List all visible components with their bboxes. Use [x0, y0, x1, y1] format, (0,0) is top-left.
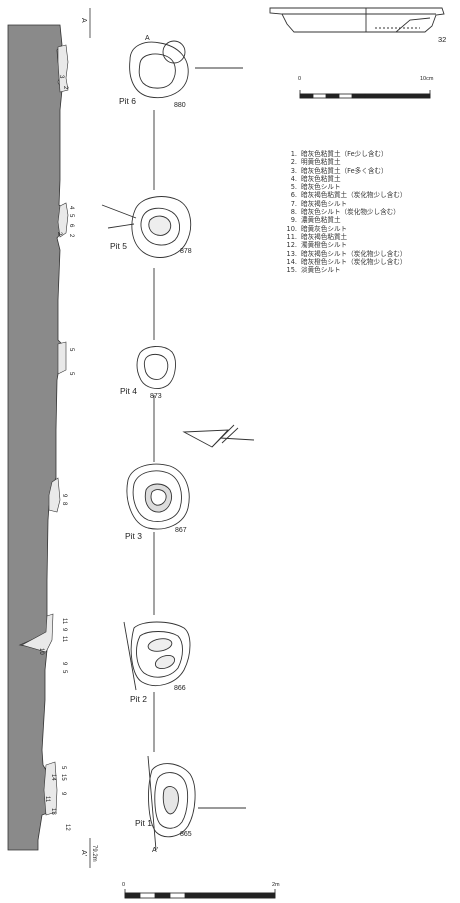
pit-4-number: 873: [150, 393, 162, 400]
layer-label: 13: [50, 808, 56, 815]
layer-pit3: [48, 477, 61, 513]
layer-label: 5: [61, 670, 67, 674]
pit-2-number: 866: [174, 685, 186, 692]
scale-small-end: 10cm: [420, 76, 434, 82]
pit-3-number: 867: [175, 527, 187, 534]
pit-6-number: 880: [174, 102, 186, 109]
legend-item: 7.暗灰褐色シルト: [290, 199, 348, 208]
legend-item: 4.暗灰色粘質土: [290, 174, 341, 183]
layer-label: 11: [61, 636, 67, 643]
layer-pit5: [57, 202, 69, 238]
legend-item: 5.暗灰色シルト: [290, 183, 341, 192]
north-arrow-icon: [182, 424, 255, 448]
layer-label: 11: [61, 618, 67, 625]
layer-label: 5: [60, 766, 66, 770]
section-top-marker: A: [80, 18, 87, 23]
scale-bar-2m: [124, 889, 276, 899]
plan-view: [101, 40, 246, 851]
legend-item: 9.濃黄色粘質土: [290, 216, 341, 225]
layer-label: 10: [38, 648, 44, 655]
pit-5-label: Pit 5: [110, 241, 127, 251]
pit-2-label: Pit 2: [130, 694, 147, 704]
scale-small-start: 0: [298, 76, 301, 82]
section-elevation: 79.2m: [91, 845, 97, 862]
pit-1-outline: [147, 755, 196, 851]
layer-label: 14: [50, 774, 56, 781]
soil-legend: 1.暗灰色粘質土（Fe少し含む） 2.明黄色粘質土 3.暗灰色粘質土（Fe多く含…: [285, 150, 455, 274]
scale-large-start: 0: [122, 882, 125, 888]
legend-item: 6.暗灰褐色粘質土（炭化物少し含む）: [290, 191, 407, 200]
pit-3-label: Pit 3: [125, 531, 142, 541]
scale-bar-10cm: [299, 90, 431, 99]
section-fill: [7, 24, 65, 851]
scale-large-end: 2m: [272, 882, 280, 888]
layer-label: 5: [68, 372, 74, 376]
layer-pit1: [43, 761, 58, 816]
legend-item: 10.暗黄灰色シルト: [286, 224, 348, 233]
layer-label: 15: [60, 774, 66, 781]
legend-item: 1.暗灰色粘質土（Fe少し含む）: [290, 150, 388, 158]
legend-item: 12.濁黄橙色シルト: [286, 241, 348, 250]
pit-6-label: Pit 6: [119, 96, 136, 106]
legend-item: 14.暗灰橙色シルト（炭化物少し含む）: [286, 257, 407, 266]
section-layers: [21, 44, 69, 816]
plan-top-marker: A: [145, 35, 150, 42]
pit-1-label: Pit 1: [135, 818, 152, 828]
pit-numbers: 880 878 873 867 866 865: [150, 102, 192, 838]
layer-label: 9: [61, 628, 67, 632]
legend-item: 13.暗灰褐色シルト（炭化物少し含む）: [286, 249, 407, 258]
pit-4-label: Pit 4: [120, 386, 137, 396]
pit-1-number: 865: [180, 831, 192, 838]
layer-label: 5: [68, 348, 74, 352]
section-bottom-marker: A': [80, 850, 87, 856]
layer-pit6: [57, 44, 69, 93]
legend-item: 11.暗灰褐色粘質土: [286, 232, 348, 241]
legend-item: 15.淡黄色シルト: [286, 266, 341, 275]
pit-5-number: 878: [180, 248, 192, 255]
layer-label: 12: [64, 824, 70, 831]
legend-item: 3.暗灰色粘質土（Fe多く含む）: [290, 166, 388, 175]
layer-label: 2: [56, 232, 62, 236]
legend-item: 2.明黄色粘質土: [290, 158, 341, 167]
pit-4-outline: [136, 346, 176, 389]
layer-label: 2: [68, 234, 74, 238]
layer-pit4: [57, 341, 67, 375]
artifact-drawing: [269, 7, 445, 33]
layer-label: 5: [68, 214, 74, 218]
pit-labels: Pit 6 Pit 5 Pit 4 Pit 3 Pit 2 Pit 1: [110, 96, 152, 828]
layer-label: 11: [44, 796, 50, 803]
layer-pit2: [21, 613, 54, 653]
legend-item: 8.暗灰色シルト（炭化物少し含む）: [290, 208, 400, 217]
artifact-number: 32: [438, 35, 446, 44]
pit-5-outline: [101, 196, 192, 258]
layer-label: 6: [68, 224, 74, 228]
layer-label: 9: [60, 792, 66, 796]
layer-label: 3: [58, 75, 64, 79]
layer-label: 9: [61, 494, 67, 498]
layer-label: 8: [61, 502, 67, 506]
plan-bottom-marker: A': [152, 847, 158, 854]
layer-label: 2: [62, 86, 68, 90]
section-profile: [7, 8, 91, 868]
layer-labels: 3 2 4 5 6 2 2 5 5 9 8 11 9 11 10 9 5 5 1…: [38, 75, 74, 831]
layer-label: 4: [68, 206, 74, 210]
pit-2-outline: [123, 621, 191, 691]
pit-3-outline: [126, 463, 190, 530]
pit-6-outline: [129, 40, 189, 99]
layer-label: 9: [61, 662, 67, 666]
